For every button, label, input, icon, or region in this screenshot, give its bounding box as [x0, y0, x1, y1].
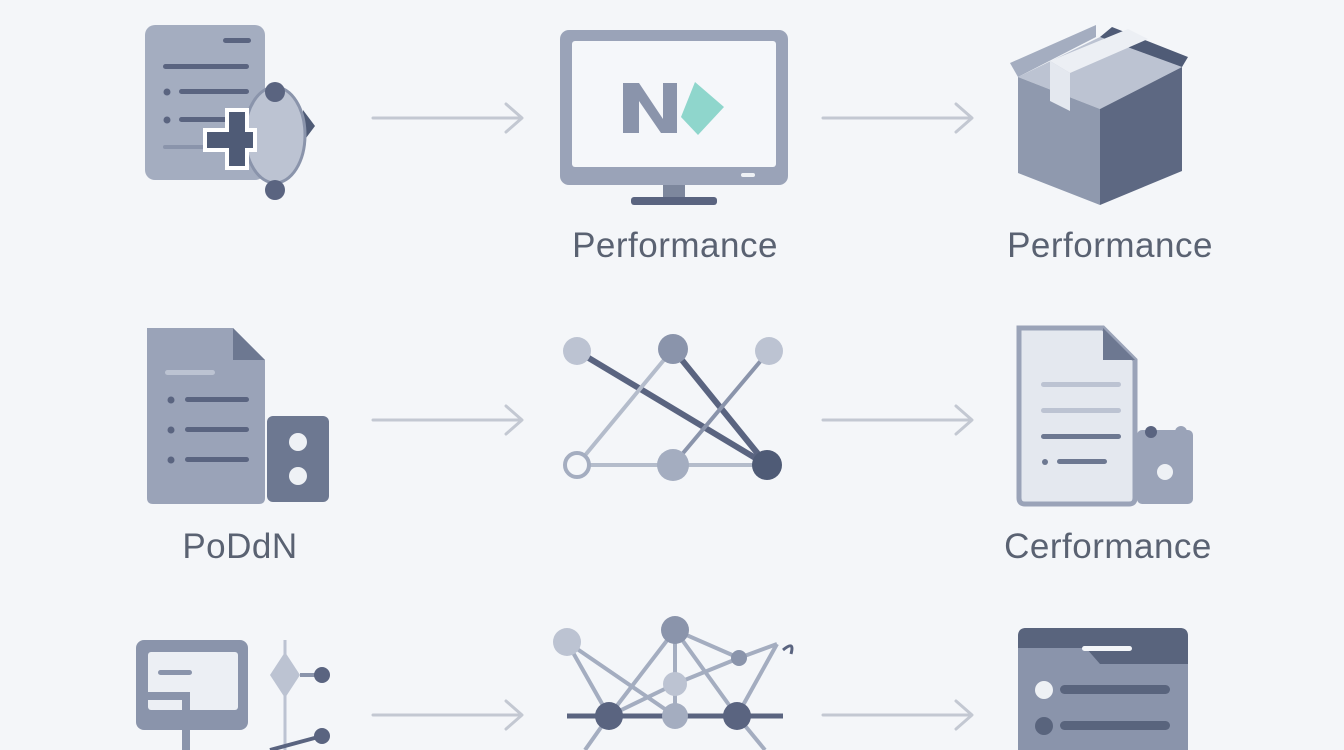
label-r1-c2: Performance — [572, 226, 778, 265]
window-diagram-icon — [136, 640, 330, 750]
arrow-r2-b — [821, 404, 974, 436]
label-r1-c3: Performance — [1007, 226, 1213, 265]
arrow-r1-b — [821, 102, 974, 134]
folder-list-icon — [1018, 628, 1188, 750]
document-plugin-icon — [1016, 325, 1193, 507]
arrow-r3-b — [821, 699, 974, 731]
mesh-network-icon — [553, 616, 794, 750]
package-box-icon — [1010, 25, 1188, 205]
label-r2-c3: Cerformance — [1004, 527, 1212, 566]
arrow-r2-a — [371, 404, 524, 436]
document-merge-icon — [145, 25, 315, 200]
arrow-r1-a — [371, 102, 524, 134]
node-network-icon — [563, 334, 783, 481]
arrow-r3-a — [371, 699, 524, 731]
document-device-icon — [147, 328, 329, 504]
label-r2-c1: PoDdN — [182, 527, 298, 566]
monitor-logo-icon — [560, 30, 788, 205]
